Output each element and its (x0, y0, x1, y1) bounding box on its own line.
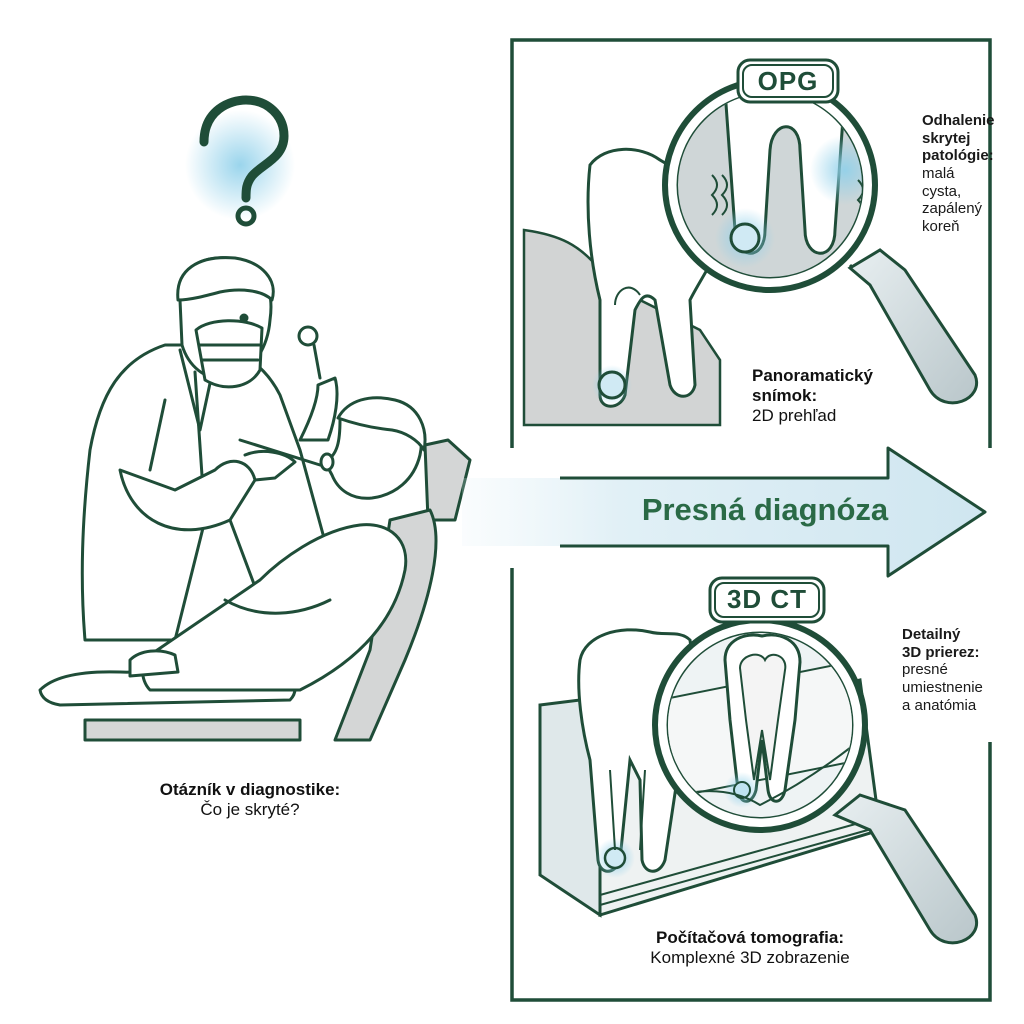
magnifier-icon (662, 58, 979, 405)
ct-side-text-2: umiestnenie (902, 679, 983, 697)
ct-badge-label: 3D CT (726, 584, 808, 614)
opg-side-text-4: koreň (922, 218, 960, 236)
left-caption-subtitle: Čo je skryté? (200, 800, 300, 820)
arrow-label: Presná diagnóza (641, 492, 889, 527)
left-caption: Otázník v diagnostike: Čo je skryté? (130, 780, 370, 820)
ct-side-text-3: a anatómia (902, 696, 977, 714)
ct-panel (510, 568, 992, 1002)
opg-side-text-2: cysta, (922, 182, 962, 200)
ct-side-title-1: Detailný (902, 626, 961, 643)
opg-caption-text: 2D prehľad (752, 406, 837, 426)
opg-side-text-3: zapálený (922, 200, 983, 218)
ct-side-text-1: presné (902, 661, 948, 679)
opg-side-title-3: patológie: (922, 147, 994, 165)
ct-caption-title: Počítačová tomografia: (656, 928, 844, 947)
magnifier-icon (652, 576, 979, 945)
opg-caption-title-1: Panoramatický (752, 366, 873, 385)
ct-side-note: Detailný 3D prierez: presné umiestnenie … (902, 626, 1022, 714)
opg-caption: Panoramatický snímok: 2D prehľad (752, 366, 902, 426)
opg-side-text-1: malá (922, 165, 955, 183)
opg-side-title-1: Odhalenie (922, 112, 995, 129)
opg-panel (510, 38, 992, 448)
dentist-illustration (38, 256, 472, 742)
opg-caption-title-2: snímok: (752, 386, 818, 406)
ct-side-title-2: 3D prierez: (902, 643, 980, 661)
ct-caption: Počítačová tomografia: Komplexné 3D zobr… (620, 928, 880, 968)
diagnosis-arrow (462, 446, 987, 578)
ct-caption-text: Komplexné 3D zobrazenie (650, 948, 850, 968)
question-mark-icon (185, 95, 295, 227)
opg-badge-label: OPG (757, 66, 819, 96)
opg-side-title-2: skrytej (922, 129, 971, 147)
opg-side-note: Odhalenie skrytej patológie: malá cysta,… (922, 112, 1022, 236)
left-caption-title: Otázník v diagnostike: (159, 780, 341, 799)
